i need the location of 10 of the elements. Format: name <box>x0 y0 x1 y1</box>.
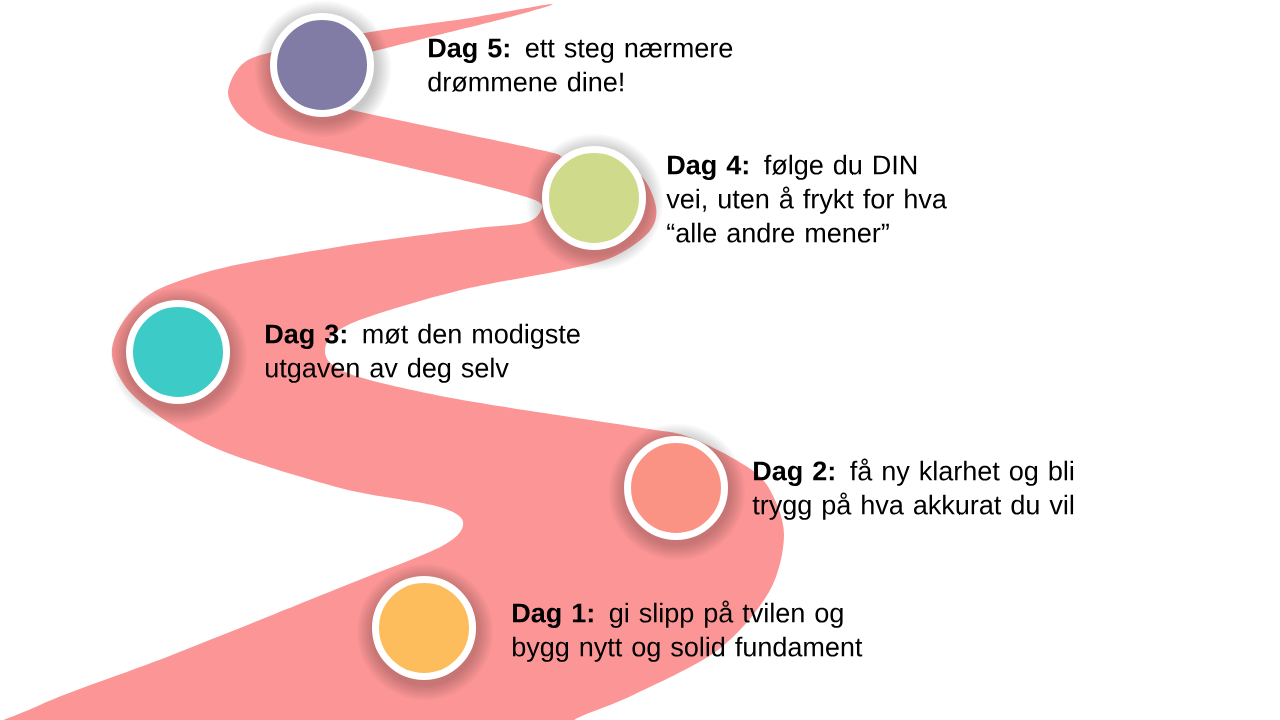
milestone-circle <box>357 564 493 700</box>
milestone-circle <box>255 1 391 137</box>
milestone-circle <box>609 424 745 560</box>
step-description: Dag 4: følge du DIN vei, uten å frykt for hva “alle andre mener” <box>666 154 947 243</box>
step-description: Dag 2: få ny klarhet og bli trygg på hva akkurat du vil <box>752 458 1074 520</box>
step-description: Dag 3: møt den modigste utgaven av deg selv <box>266 323 580 383</box>
step-description: Dag 1: gi slipp på tvilen og bygg nytt og solid fundament <box>513 600 863 662</box>
milestone-circle <box>111 288 247 424</box>
step-description: Dag 5: ett steg nærmere drømmene dine! <box>428 38 733 92</box>
milestone-circle <box>527 134 663 270</box>
